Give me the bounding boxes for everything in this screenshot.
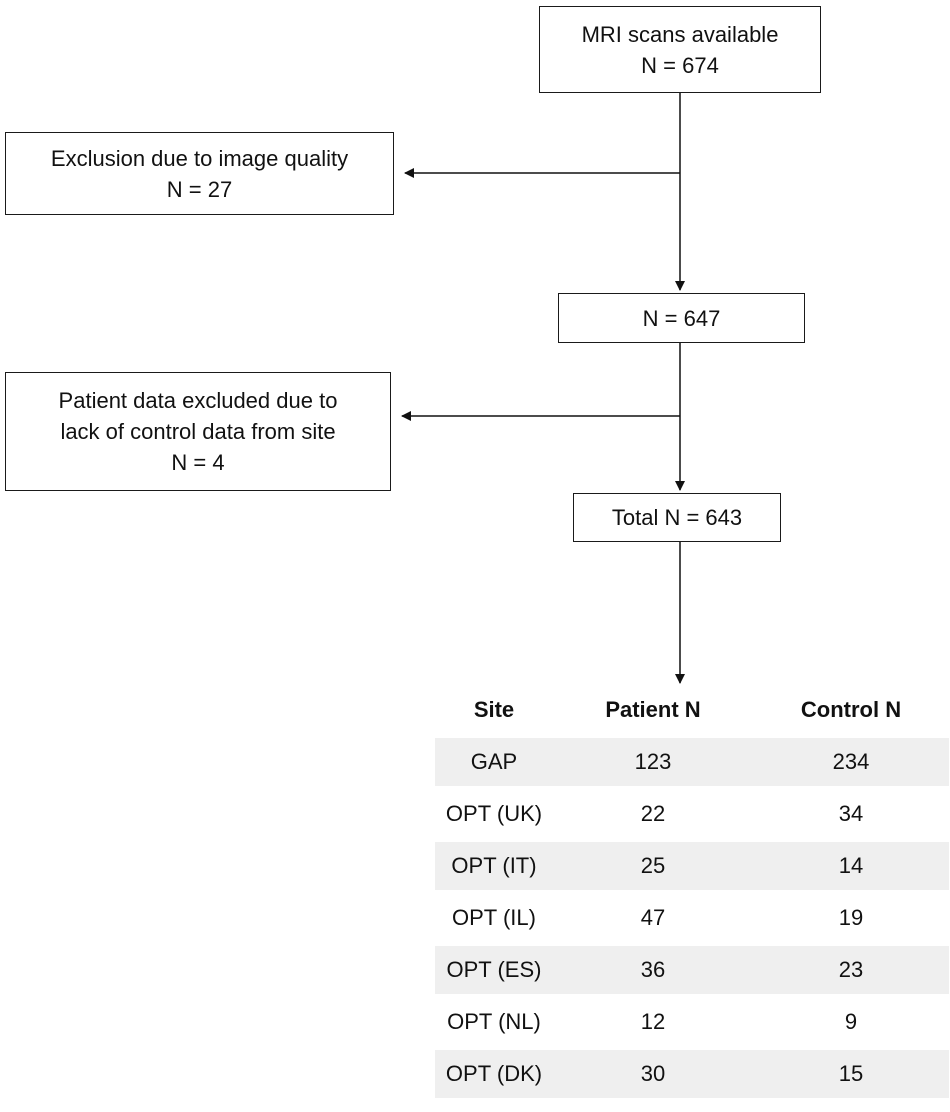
table-row: OPT (ES) 36 23 — [435, 946, 949, 994]
table-cell-control: 34 — [838, 801, 864, 826]
table-cell-patient: 25 — [640, 853, 666, 878]
exclusion-control-data-box: Patient data excluded due to lack of con… — [5, 372, 391, 491]
table-row: OPT (DK) 30 15 — [435, 1050, 949, 1098]
table-row: OPT (UK) 22 34 — [435, 790, 949, 838]
table-cell-patient: 123 — [634, 749, 672, 774]
table-cell-patient: 12 — [640, 1009, 666, 1034]
table-cell-site: GAP — [470, 749, 518, 774]
table-cell-control: 234 — [832, 749, 870, 774]
table-header-patient: Patient N — [605, 697, 701, 722]
table-cell-patient: 22 — [640, 801, 666, 826]
mri-scans-available-box: MRI scans available N = 674 — [539, 6, 821, 93]
site-table: Site Patient N Control N GAP 123 234 OPT… — [435, 688, 949, 1102]
table-header-row: Site Patient N Control N — [435, 688, 949, 732]
table-row: OPT (IL) 47 19 — [435, 894, 949, 942]
table-row: GAP 123 234 — [435, 738, 949, 786]
exclusion-image-quality-label: Exclusion due to image quality — [50, 145, 349, 171]
table-cell-site: OPT (IT) — [451, 853, 537, 878]
table-cell-site: OPT (IL) — [452, 905, 536, 930]
total-count: Total N = 643 — [611, 505, 743, 530]
after-quality-count: N = 647 — [642, 305, 721, 331]
exclusion-control-data-line1: Patient data excluded due to — [58, 388, 338, 413]
exclusion-image-quality-count: N = 27 — [166, 176, 233, 202]
table-cell-patient: 36 — [640, 957, 666, 982]
mri-scans-available-label: MRI scans available — [581, 21, 779, 47]
table-cell-site: OPT (UK) — [445, 801, 543, 826]
table-row: OPT (NL) 12 9 — [435, 998, 949, 1046]
table-cell-control: 9 — [844, 1009, 858, 1034]
table-cell-control: 23 — [838, 957, 864, 982]
after-quality-box: N = 647 — [558, 293, 805, 343]
exclusion-image-quality-box: Exclusion due to image quality N = 27 — [5, 132, 394, 215]
table-cell-control: 14 — [838, 853, 864, 878]
table-cell-site: OPT (ES) — [446, 957, 542, 982]
table-cell-site: OPT (NL) — [447, 1009, 541, 1034]
mri-scans-available-count: N = 674 — [641, 52, 719, 78]
table-row: OPT (IT) 25 14 — [435, 842, 949, 890]
table-cell-control: 19 — [838, 905, 864, 930]
total-box: Total N = 643 — [573, 493, 781, 542]
table-cell-control: 15 — [838, 1061, 864, 1086]
table-cell-patient: 47 — [640, 905, 666, 930]
table-header-control: Control N — [800, 697, 902, 722]
exclusion-control-data-line2: lack of control data from site — [60, 419, 336, 444]
exclusion-control-data-count: N = 4 — [171, 450, 225, 475]
table-cell-patient: 30 — [640, 1061, 666, 1086]
table-cell-site: OPT (DK) — [445, 1061, 543, 1086]
table-header-site: Site — [473, 697, 515, 722]
